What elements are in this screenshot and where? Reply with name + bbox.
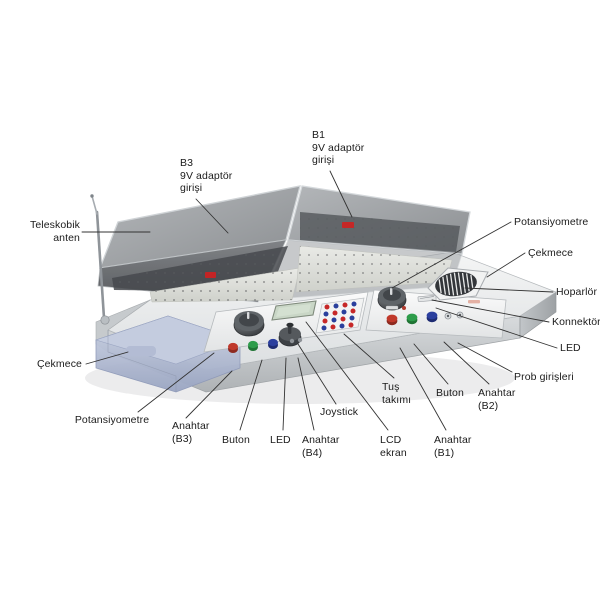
drawer-handle[interactable] [126, 346, 156, 356]
potentiometer-right[interactable] [377, 286, 407, 311]
breadboard-area [112, 212, 460, 303]
breadboard-left-light-holes [150, 268, 300, 302]
joystick-cap[interactable] [286, 322, 294, 328]
label-cekmece-right: Çekmece [528, 247, 574, 259]
leader-line-hoparlor [464, 287, 554, 293]
button-red-left[interactable] [228, 342, 238, 353]
label-cekmece-left: Çekmece [36, 358, 82, 370]
potentiometer-right-pointer [390, 288, 393, 295]
leader-line-anahtar-b3 [185, 370, 233, 419]
leader-line-anahtar-b4 [297, 357, 315, 431]
label-lcd-ekran: LCD ekran [380, 434, 407, 459]
label-prob-girisleri: Prob girişleri [514, 371, 574, 383]
leader-line-lcd-ekran [305, 321, 389, 431]
label-b1-9v-adaptor-girisi: B1 9V adaptör girişi [312, 129, 365, 166]
leader-lines [81, 170, 558, 431]
led-right [402, 306, 406, 310]
button-red-right[interactable] [386, 314, 398, 326]
left-panel-buttons[interactable] [228, 337, 303, 353]
joystick[interactable] [278, 322, 302, 347]
lid-logo-left [205, 272, 216, 278]
leader-line-cekmece-sol [85, 351, 129, 365]
label-anahtar-b2: Anahtar (B2) [478, 387, 516, 412]
breadboard-right-dark-holes [300, 212, 460, 252]
label-anahtar-b1: Anahtar (B1) [434, 434, 472, 459]
antenna-base-mount[interactable] [100, 315, 110, 325]
label-teleskobik-anten: Teleskobik anten [29, 219, 80, 244]
right-control-panel[interactable] [365, 267, 507, 339]
led-left [297, 337, 303, 343]
label-led-right: LED [560, 342, 581, 354]
leader-line-buton-sol [239, 359, 263, 431]
lcd-screen [271, 300, 317, 321]
leader-line-b3-adaptor [195, 198, 229, 234]
antenna-lower-section [95, 210, 106, 320]
leader-line-anahtar-b1 [399, 347, 447, 431]
label-konnektor: Konnektör [552, 316, 600, 328]
label-b3-9v-adaptor-girisi: B3 9V adaptör girişi [180, 157, 233, 194]
button-blue-right[interactable] [426, 311, 438, 323]
speaker-grille [427, 267, 489, 301]
antenna-tip [90, 194, 94, 198]
potentiometer-left[interactable] [233, 311, 265, 337]
leader-line-potansiyometre-sag [391, 221, 512, 289]
label-potansiyometre-right: Potansiyometre [514, 216, 589, 228]
drawer-edge-line [107, 330, 177, 392]
label-hoparlor: Hoparlör [556, 286, 598, 298]
keypad[interactable] [315, 297, 365, 334]
right-indicator-strip [385, 300, 480, 310]
label-buton-right: Buton [436, 387, 464, 399]
label-tus-takimi: Tuş takımı [382, 381, 412, 406]
leader-line-buton-sag [413, 343, 449, 385]
button-green-right[interactable] [406, 313, 418, 325]
label-potansiyometre-left: Potansiyometre [74, 414, 150, 426]
leader-line-potansiyometre-sol [137, 352, 215, 413]
potentiometer-left-pointer [247, 312, 250, 319]
label-led-left: LED [270, 434, 291, 446]
label-joystick: Joystick [320, 406, 359, 418]
right-panel-buttons[interactable] [386, 311, 464, 326]
lid-logo-right [342, 222, 354, 228]
switch-b4[interactable] [289, 338, 295, 344]
leader-line-led-sag [435, 307, 558, 349]
leader-line-tus-takimi [343, 333, 395, 379]
button-green-left[interactable] [248, 340, 258, 351]
leader-line-b1-adaptor [329, 170, 353, 218]
label-anahtar-b4: Anahtar (B4) [302, 434, 340, 459]
leader-line-joystick [297, 343, 337, 405]
label-buton-left: Buton [222, 434, 250, 446]
leader-line-prob-girisleri [457, 342, 513, 373]
telescopic-antenna[interactable] [90, 194, 110, 325]
leader-line-konnektor [431, 299, 550, 323]
antenna-upper-section [91, 195, 98, 215]
button-blue-left[interactable] [268, 338, 278, 349]
leader-line-led-sol [282, 357, 287, 431]
left-control-panel[interactable] [203, 291, 369, 353]
breadboard-right-holes [296, 246, 452, 292]
keypad-keys[interactable] [321, 301, 357, 331]
leader-line-cekmece-sag [486, 252, 526, 278]
leader-line-anahtar-b2 [443, 341, 490, 385]
label-anahtar-b3: Anahtar (B3) [172, 420, 210, 445]
